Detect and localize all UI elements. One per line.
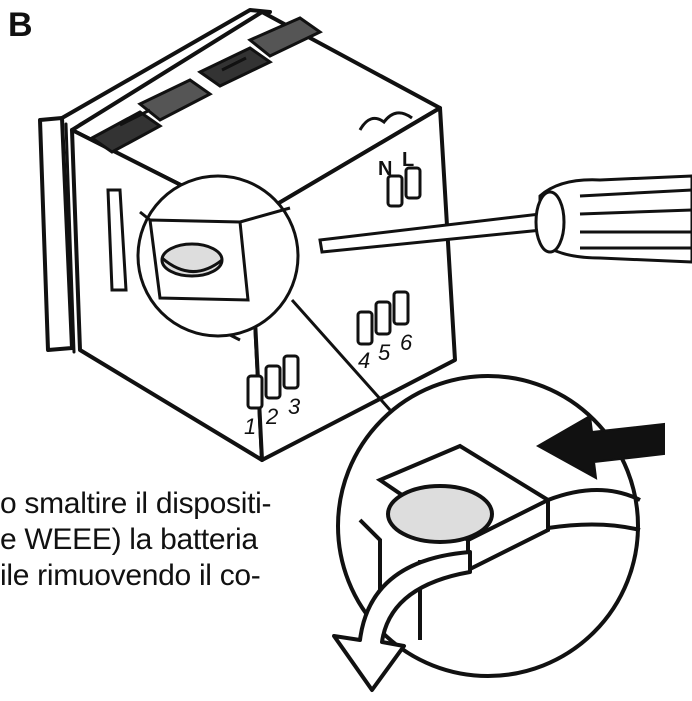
caption-text: o smaltire il dispositi- e WEEE) la batt… bbox=[0, 486, 300, 594]
release-arrow-icon bbox=[332, 550, 472, 692]
terminal-slots-456 bbox=[356, 290, 410, 346]
terminal-slots-nl bbox=[358, 111, 422, 208]
magnifier-connectors bbox=[229, 299, 392, 411]
terminal-label-2: 2 bbox=[265, 404, 278, 429]
terminal-label-3: 3 bbox=[288, 394, 301, 419]
front-frame bbox=[38, 116, 74, 352]
top-connectors bbox=[89, 16, 323, 154]
caption-line: e WEEE) la batteria bbox=[0, 523, 258, 556]
terminal-label-l: L bbox=[402, 149, 414, 171]
terminal-label-n: N bbox=[378, 158, 392, 180]
terminal-label-1: 1 bbox=[244, 414, 256, 439]
caption-line: o smaltire il dispositi- bbox=[0, 487, 272, 520]
caption-line: ile rimuovendo il co- bbox=[0, 559, 261, 592]
push-arrow-icon bbox=[535, 414, 665, 480]
terminal-label-5: 5 bbox=[378, 340, 391, 365]
figure-label: B bbox=[8, 6, 33, 44]
battery-compartment bbox=[106, 188, 128, 292]
terminal-label-4: 4 bbox=[358, 348, 370, 373]
terminal-label-6: 6 bbox=[400, 330, 413, 355]
magnifier-small bbox=[136, 174, 300, 338]
screwdriver-icon bbox=[318, 174, 692, 264]
terminal-slots-123 bbox=[246, 354, 300, 410]
battery-cell-large bbox=[386, 484, 494, 544]
